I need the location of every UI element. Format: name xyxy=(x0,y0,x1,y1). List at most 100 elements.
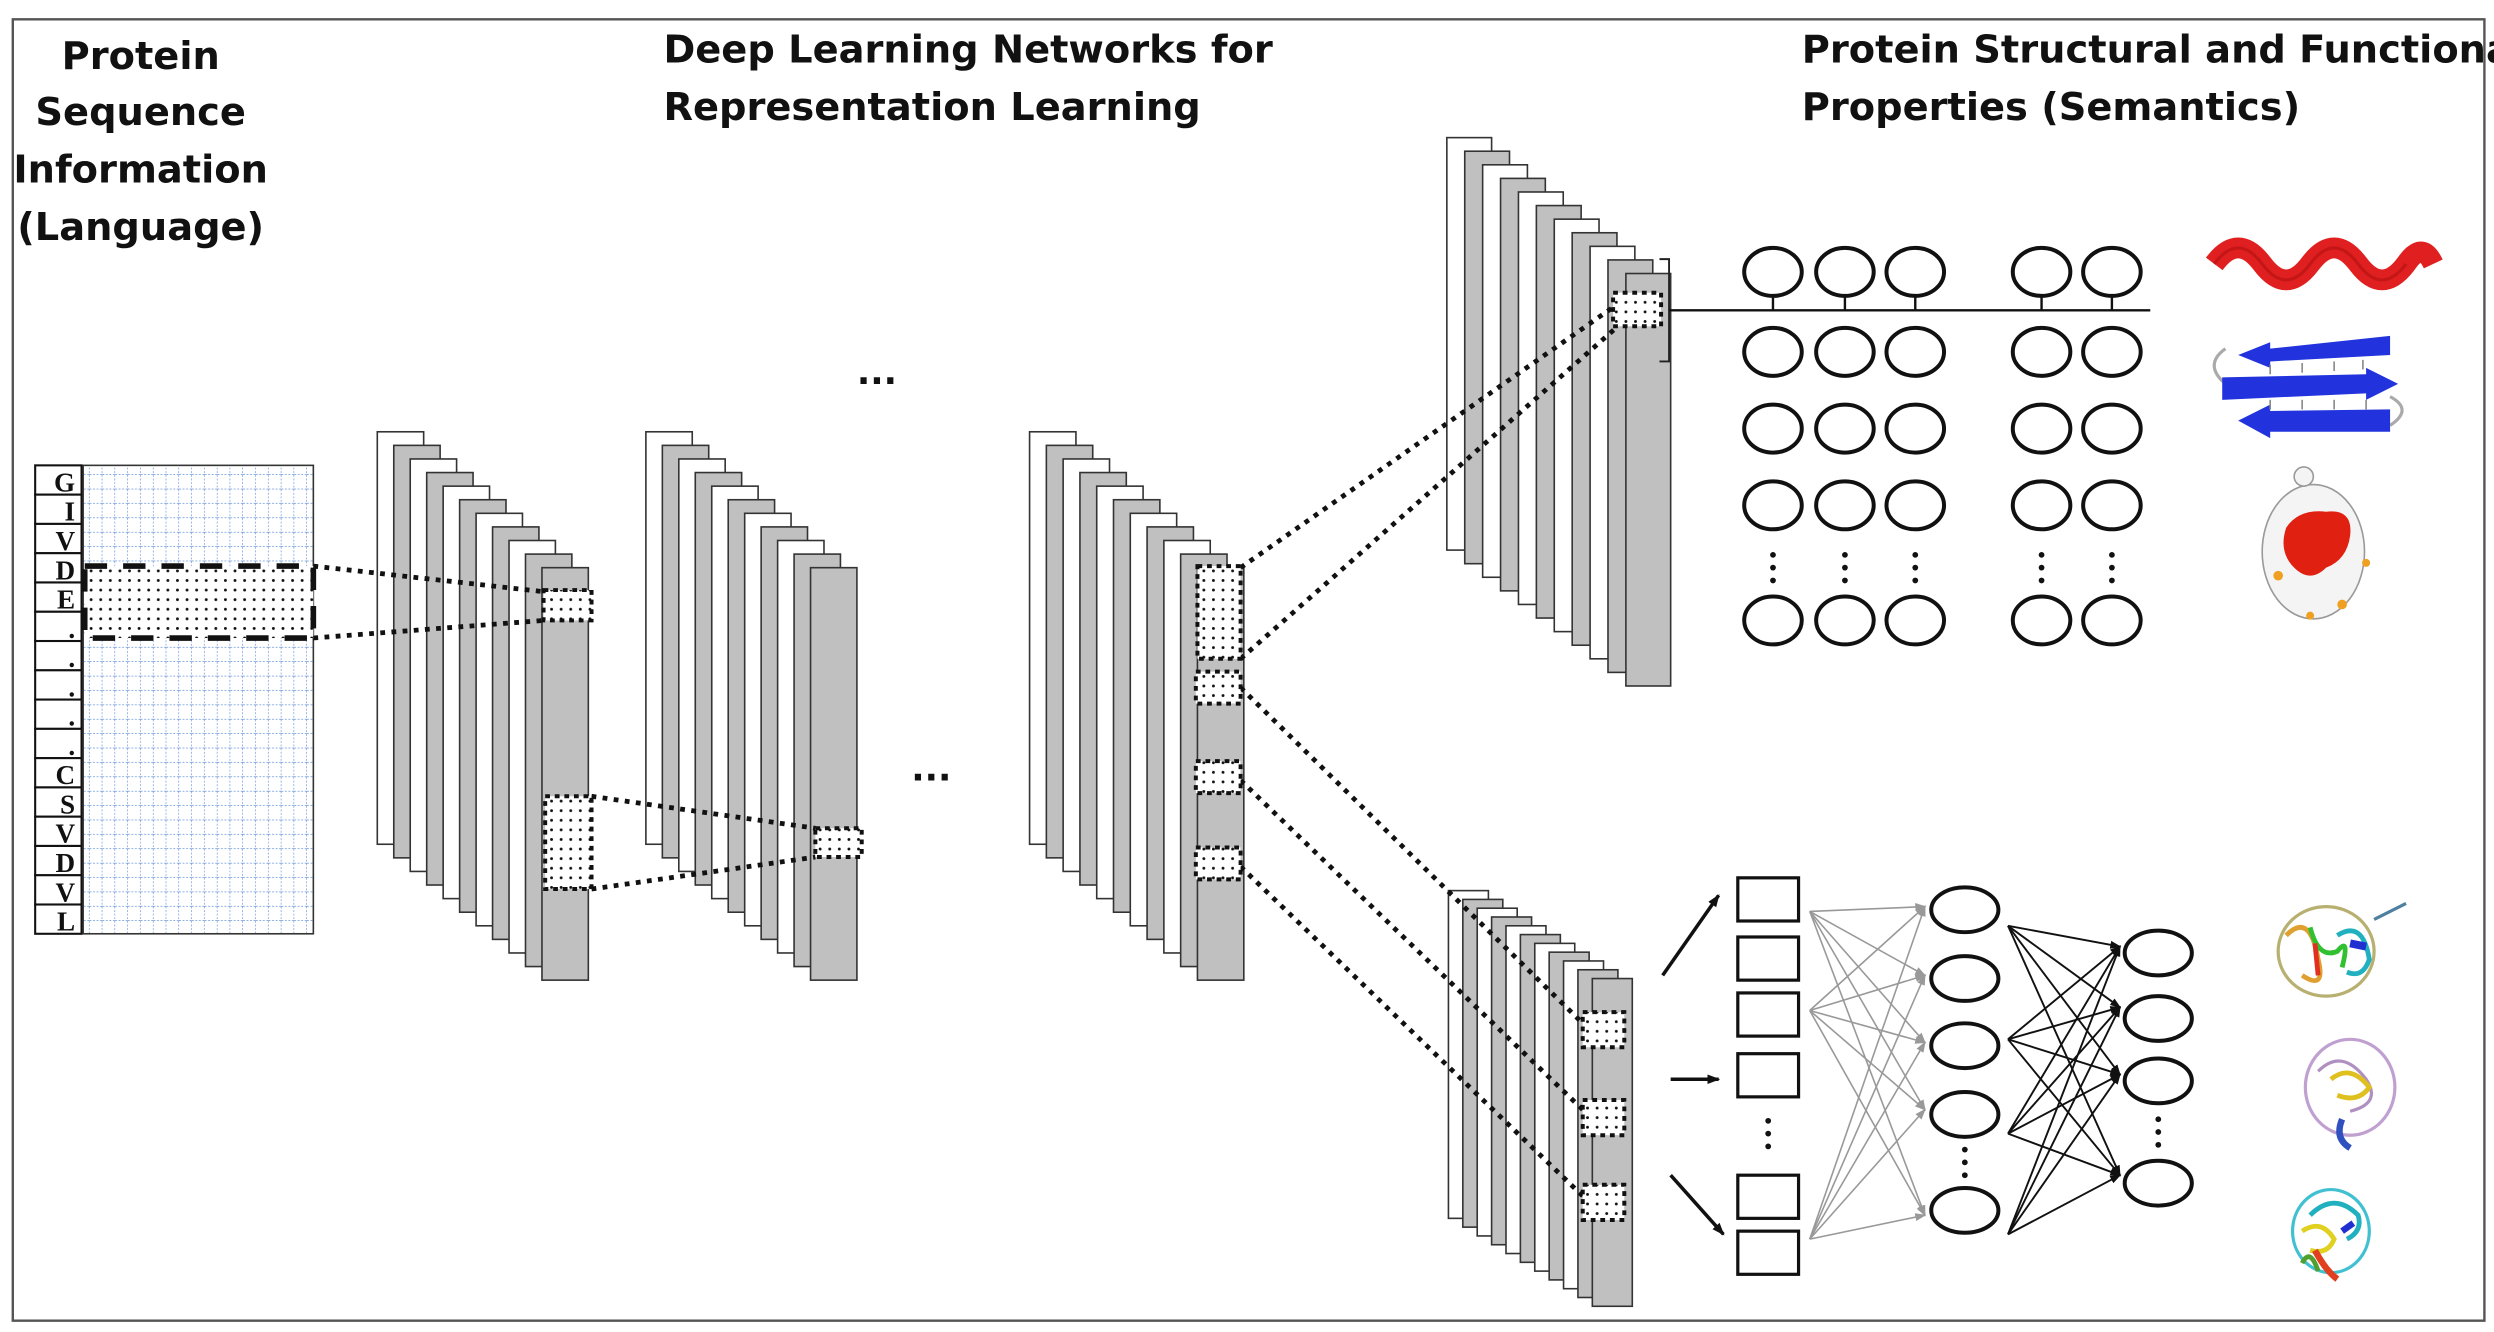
weight-edge xyxy=(1809,911,1926,1217)
vertical-ellipsis-dot xyxy=(1770,577,1776,584)
feature-arrow xyxy=(1669,1174,1725,1236)
output-unit xyxy=(1742,479,1804,532)
ellipsis-top: ... xyxy=(857,352,897,393)
vertical-ellipsis-dot xyxy=(2038,552,2045,558)
beta-sheet-icon xyxy=(2212,335,2404,439)
residue-cell xyxy=(34,815,83,847)
weight-edge xyxy=(2007,1038,2122,1076)
receptive-line xyxy=(1238,685,1585,1026)
residue-letter: G xyxy=(54,467,75,497)
residue-letter: S xyxy=(60,789,75,819)
hidden-unit xyxy=(1929,1090,2001,1139)
receptive-line xyxy=(591,793,816,831)
weight-edge xyxy=(2007,1006,2121,1135)
receptive-patch xyxy=(1580,1182,1627,1222)
output-unit xyxy=(1814,325,1876,378)
output-unit xyxy=(1742,594,1804,647)
output-unit xyxy=(2010,325,2073,378)
hidden-unit xyxy=(1929,885,2001,935)
residue-letter: V xyxy=(56,819,76,849)
residue-cell xyxy=(34,757,83,789)
output-class-unit xyxy=(2122,928,2194,978)
receptive-patch xyxy=(813,826,864,860)
weight-edge xyxy=(1809,1009,1927,1111)
output-class-unit xyxy=(2122,1158,2194,1208)
feature-map-layer xyxy=(809,566,858,981)
conv-block-1-stack xyxy=(376,430,590,981)
output-unit xyxy=(1814,245,1876,298)
hidden-unit xyxy=(1929,954,2001,1003)
weight-edge xyxy=(1809,905,1927,1012)
receptive-patch xyxy=(1195,564,1243,661)
output-unit xyxy=(2010,402,2073,455)
weight-edge xyxy=(1809,1009,1927,1044)
residue-cell xyxy=(34,874,83,906)
residue-letter: D xyxy=(56,848,76,878)
vertical-ellipsis-dot xyxy=(1765,1143,1772,1150)
vertical-ellipsis-dot xyxy=(1765,1130,1772,1137)
input-unit-box xyxy=(1736,1173,1801,1220)
vertical-ellipsis-dot xyxy=(2109,552,2115,558)
protein-fold-3-icon xyxy=(2290,1187,2371,1282)
hidden-unit xyxy=(1929,1185,2001,1235)
feature-map-layer xyxy=(541,566,590,981)
receptive-line xyxy=(313,618,544,641)
output-unit xyxy=(2081,325,2143,378)
receptive-patch xyxy=(1580,1098,1627,1138)
weight-edge xyxy=(2007,1006,2122,1041)
input-unit-box xyxy=(1736,935,1801,982)
residue-letter: I xyxy=(65,497,76,527)
input-unit-box xyxy=(1736,1052,1801,1099)
vertical-ellipsis-dot xyxy=(2155,1141,2162,1148)
receptive-patch xyxy=(1193,669,1243,706)
residue-letter: E xyxy=(57,585,75,615)
residue-cell xyxy=(34,698,83,730)
output-unit xyxy=(1884,245,1947,298)
vertical-ellipsis-dot xyxy=(2109,564,2115,571)
input-title-line: (Language) xyxy=(17,205,264,250)
output-class-unit xyxy=(2122,994,2194,1043)
weight-edge xyxy=(2007,1174,2122,1236)
residue-cell xyxy=(34,727,83,760)
residue-cell xyxy=(34,610,83,643)
residue-cell xyxy=(34,669,83,701)
weight-edge xyxy=(1809,910,1927,977)
output-unit xyxy=(2010,594,2073,647)
sequence-window xyxy=(84,566,314,639)
receptive-patch xyxy=(1611,290,1664,329)
feature-patches xyxy=(541,290,1664,1222)
top-output-stack xyxy=(1446,136,1672,687)
input-unit-box xyxy=(1736,876,1801,923)
receptive-patch xyxy=(1193,845,1243,882)
vertical-ellipsis-dot xyxy=(1842,552,1848,558)
weight-edge xyxy=(2007,945,2121,1135)
vertical-ellipsis-dot xyxy=(1842,577,1848,584)
output-unit xyxy=(1742,325,1804,378)
input-title: Protein Sequence Information (Language) xyxy=(13,34,268,250)
vertical-ellipsis-dot xyxy=(2109,577,2115,584)
weight-edge xyxy=(2007,1005,2121,1235)
feature-arrow xyxy=(1661,894,1721,977)
output-unit xyxy=(2081,245,2143,298)
receptive-patch xyxy=(1580,1010,1627,1050)
residue-letter: V xyxy=(56,877,76,907)
vertical-ellipsis-dot xyxy=(1770,564,1776,571)
weight-edge xyxy=(2007,945,2121,1235)
vertical-ellipsis-dot xyxy=(2038,564,2045,571)
residue-cell xyxy=(34,903,83,935)
residue-letter: V xyxy=(56,526,76,556)
receptive-patch xyxy=(1193,759,1243,796)
residue-cell xyxy=(34,581,83,613)
residue-letter: . xyxy=(68,672,75,702)
networks-title-line: Representation Learning xyxy=(663,85,1200,130)
binding-site-surface-icon xyxy=(2261,466,2371,620)
weight-edge xyxy=(1809,1108,1926,1240)
weight-edge xyxy=(2007,945,2122,1041)
receptive-line xyxy=(313,563,544,595)
output-title-line: Protein Structural and Functional xyxy=(1802,27,2494,72)
receptive-patch xyxy=(543,794,594,892)
output-unit xyxy=(1742,402,1804,455)
weight-edge xyxy=(1809,1213,1927,1240)
receptive-line xyxy=(1238,778,1585,1112)
